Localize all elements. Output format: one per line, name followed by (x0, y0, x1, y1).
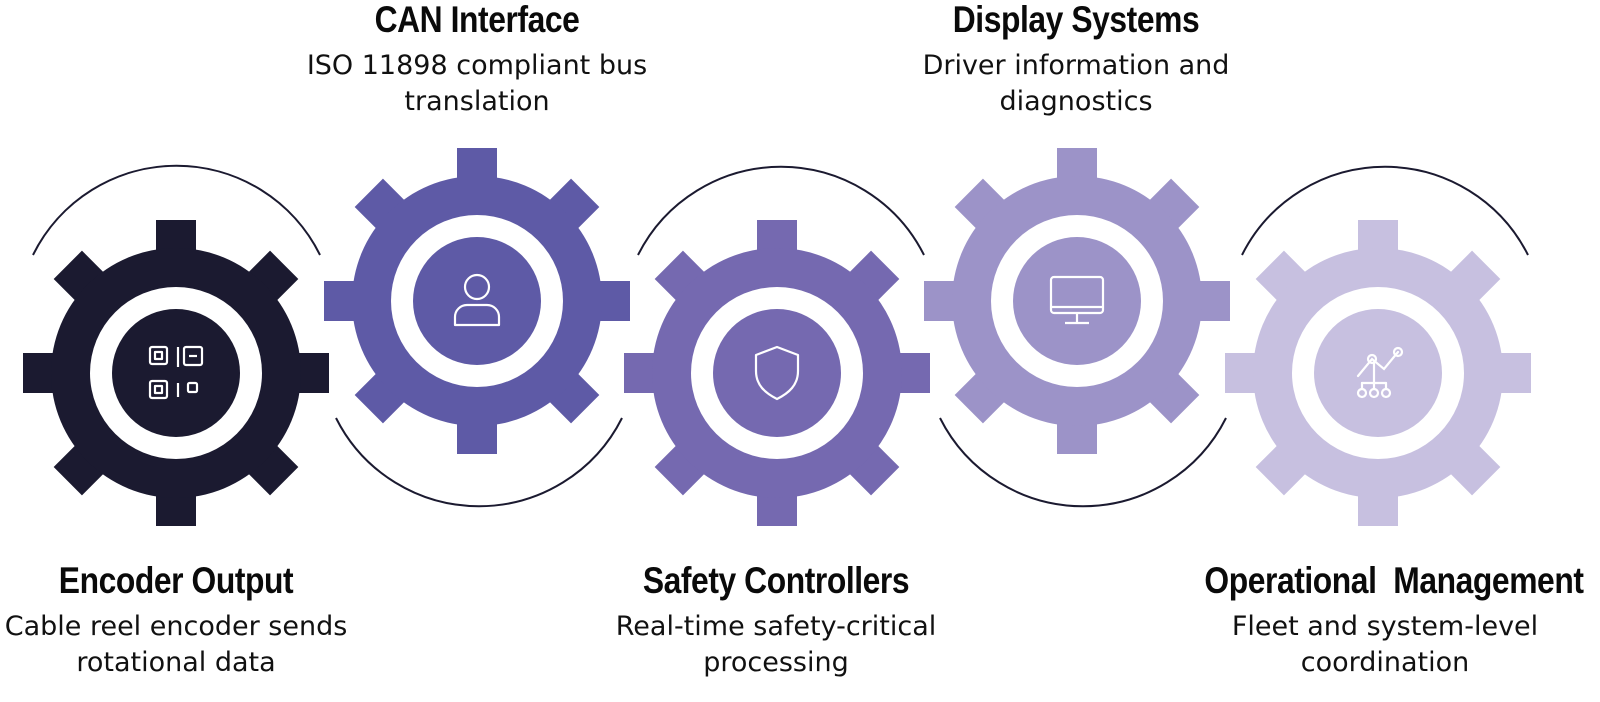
gear-operational-management (1225, 220, 1531, 526)
step-description-line2: processing (703, 647, 849, 678)
arc-bottom-2 (335, 417, 623, 508)
user-icon (453, 273, 501, 327)
step-title: Safety Controllers (642, 560, 910, 601)
step-description-line2: rotational data (76, 647, 276, 678)
arc-top-5 (1241, 165, 1529, 256)
step-title: Encoder Output (58, 560, 294, 601)
step-title: CAN Interface (374, 0, 580, 40)
gear-display-systems (924, 148, 1230, 454)
step-title: Display Systems (952, 0, 1200, 40)
step-description: Real-time safety-critical processing (566, 609, 986, 681)
step-description-line1: Fleet and system-level (1231, 611, 1539, 642)
step-description: Driver information and diagnostics (866, 48, 1286, 120)
arc-top-1 (32, 164, 321, 256)
step-description-line2: translation (404, 86, 550, 117)
step-description: Fleet and system-level coordination (1175, 609, 1595, 681)
step-label-can-interface: CAN Interface ISO 11898 compliant bus tr… (267, 0, 687, 120)
shield-icon (754, 345, 800, 401)
step-description-line2: diagnostics (999, 86, 1153, 117)
step-label-display-systems: Display Systems Driver information and d… (866, 0, 1286, 120)
step-description-line1: Driver information and (922, 50, 1230, 81)
step-label-safety-controllers: Safety Controllers Real-time safety-crit… (566, 561, 986, 681)
step-label-operational-management: Operational Management Fleet and system-… (1175, 561, 1595, 681)
gear-can-interface (324, 148, 630, 454)
gear-encoder-output (23, 220, 329, 526)
gear-safety-controllers (624, 220, 930, 526)
step-description: Cable reel encoder sends rotational data (0, 609, 386, 681)
step-title: Operational Management (1204, 560, 1584, 601)
arc-top-3 (637, 165, 925, 256)
step-description-line1: Real-time safety-critical (615, 611, 937, 642)
qr-code-icon (148, 345, 204, 400)
step-description: ISO 11898 compliant bus translation (267, 48, 687, 120)
step-description-line1: Cable reel encoder sends (4, 611, 348, 642)
arc-bottom-4 (939, 417, 1227, 508)
step-description-line2: coordination (1300, 647, 1470, 678)
step-description-line1: ISO 11898 compliant bus (306, 50, 648, 81)
network-chart-icon (1356, 346, 1404, 399)
step-label-encoder-output: Encoder Output Cable reel encoder sends … (0, 561, 386, 681)
monitor-icon (1049, 275, 1105, 325)
